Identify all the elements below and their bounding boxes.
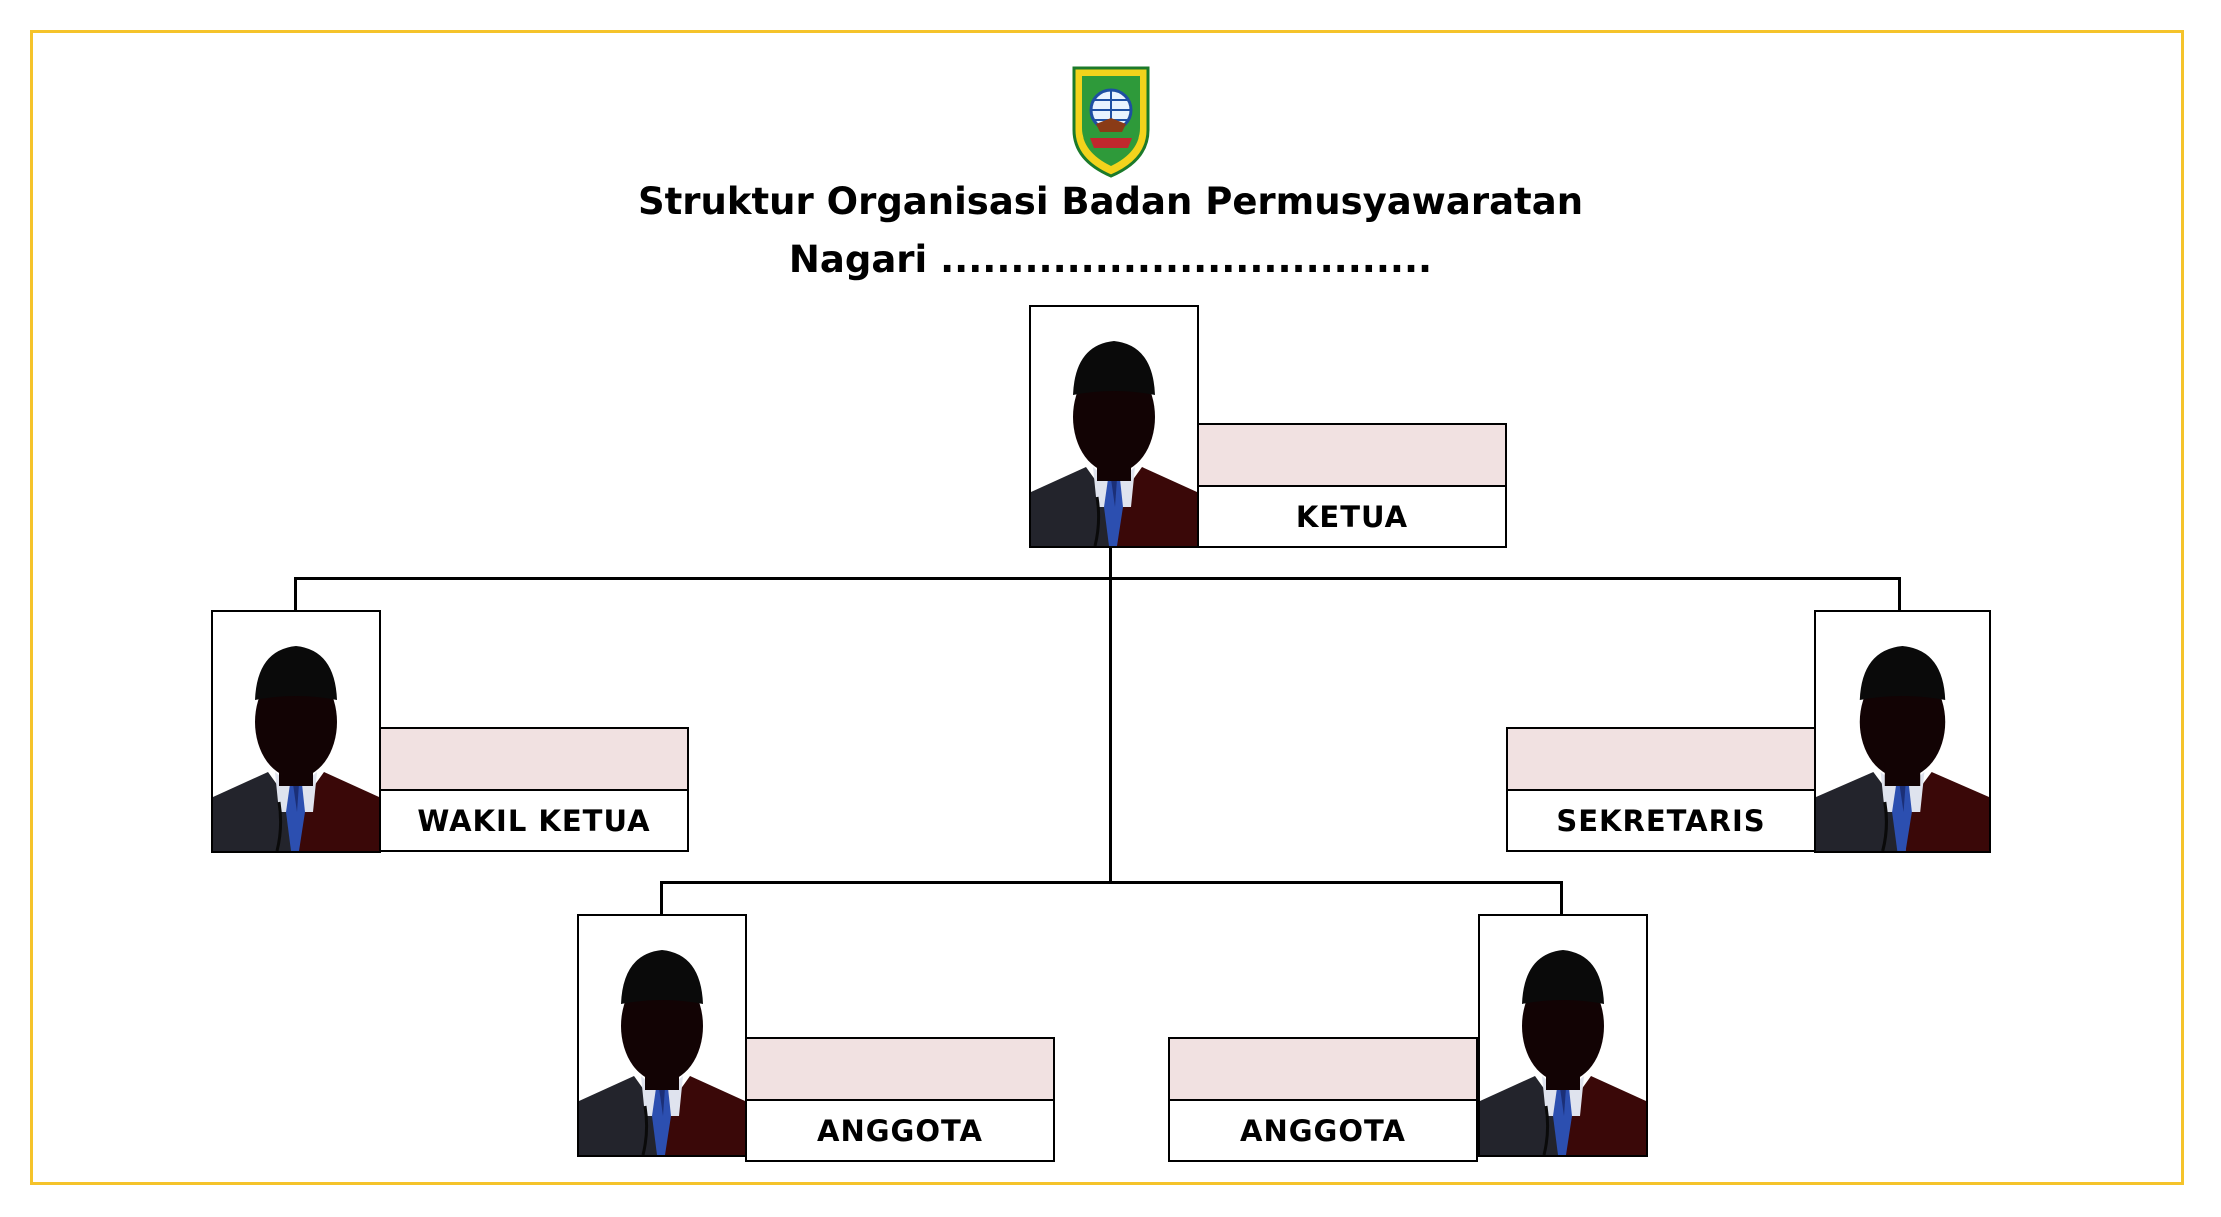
connector-horizontal-bottom <box>660 881 1563 884</box>
connector-horizontal-top <box>294 577 1901 580</box>
anggota-2-photo <box>1478 914 1648 1157</box>
connector-drop-anggota-right <box>1560 881 1563 915</box>
connector-drop-anggota-left <box>660 881 663 915</box>
anggota-2-role-label: ANGGOTA <box>1168 1099 1478 1162</box>
ketua-role-label: KETUA <box>1197 485 1507 548</box>
person-silhouette-icon <box>579 916 745 1155</box>
wakil-ketua-name-field[interactable] <box>379 727 689 791</box>
sekretaris-photo <box>1814 610 1991 853</box>
sekretaris-role-label: SEKRETARIS <box>1506 789 1816 852</box>
chart-subtitle: Nagari .................................… <box>788 238 1433 281</box>
regency-emblem-icon <box>1066 60 1156 180</box>
ketua-photo <box>1029 305 1199 548</box>
anggota-2-name-field[interactable] <box>1168 1037 1478 1101</box>
anggota-1-role-label: ANGGOTA <box>745 1099 1055 1162</box>
sekretaris-name-field[interactable] <box>1506 727 1816 791</box>
person-silhouette-icon <box>1480 916 1646 1155</box>
wakil-ketua-role-label: WAKIL KETUA <box>379 789 689 852</box>
anggota-1-photo <box>577 914 747 1157</box>
anggota-1-name-field[interactable] <box>745 1037 1055 1101</box>
ketua-name-field[interactable] <box>1197 423 1507 487</box>
connector-vertical-main <box>1109 546 1112 884</box>
chart-title: Struktur Organisasi Badan Permusyawarata… <box>637 180 1584 223</box>
person-silhouette-icon <box>213 612 379 851</box>
connector-drop-left <box>294 577 297 610</box>
page-frame <box>30 30 2184 1185</box>
wakil-ketua-photo <box>211 610 381 853</box>
person-silhouette-icon <box>1031 307 1197 546</box>
connector-drop-right <box>1898 577 1901 610</box>
person-silhouette-icon <box>1816 612 1989 851</box>
